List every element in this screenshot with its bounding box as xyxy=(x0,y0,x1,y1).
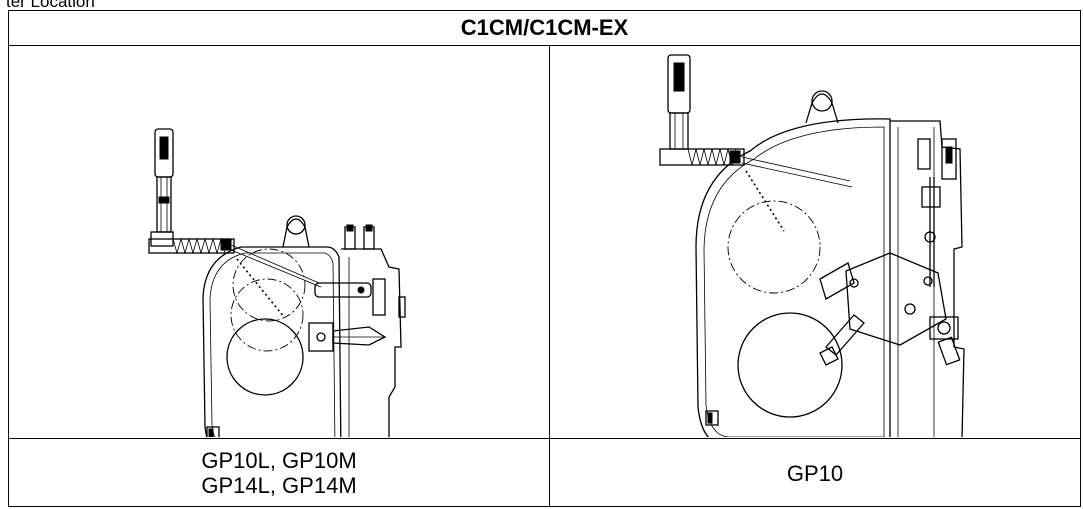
counter-shaft xyxy=(156,176,172,233)
caption-right: GP10 xyxy=(550,439,1080,507)
lifting-lug xyxy=(811,90,833,112)
model-table: C1CM/C1CM-EX xyxy=(8,10,1081,507)
float-upper xyxy=(727,200,821,294)
spring-connector xyxy=(659,148,745,166)
mechanism-link xyxy=(314,282,372,298)
body-outline xyxy=(695,118,891,446)
float-upper xyxy=(232,248,306,322)
mechanism-plate xyxy=(845,252,947,346)
float-lower xyxy=(226,318,304,396)
right-flange xyxy=(340,248,402,458)
right-flange xyxy=(889,120,965,446)
pump-drawing-large xyxy=(659,54,965,446)
float-lower xyxy=(737,312,843,418)
pump-drawing-small xyxy=(148,128,406,458)
caption-left-line-2: GP14L, GP14M xyxy=(201,473,357,498)
caption-left: GP10L, GP10M GP14L, GP14M xyxy=(9,439,549,507)
body-outline xyxy=(202,246,342,458)
lifting-lug xyxy=(286,215,306,235)
counter-window xyxy=(159,136,169,160)
drawing-small-pump xyxy=(9,47,549,458)
column-divider xyxy=(549,45,550,507)
caption-left-line-1: GP10L, GP10M xyxy=(201,448,357,473)
partial-caption-text: ter Location xyxy=(6,0,95,11)
valve-fitting xyxy=(941,138,957,180)
table-header: C1CM/C1CM-EX xyxy=(9,11,1080,46)
caption-right-text: GP10 xyxy=(786,460,844,486)
drawing-large-pump xyxy=(550,47,1080,446)
row-divider xyxy=(9,438,1080,439)
drain-plug xyxy=(705,410,719,426)
